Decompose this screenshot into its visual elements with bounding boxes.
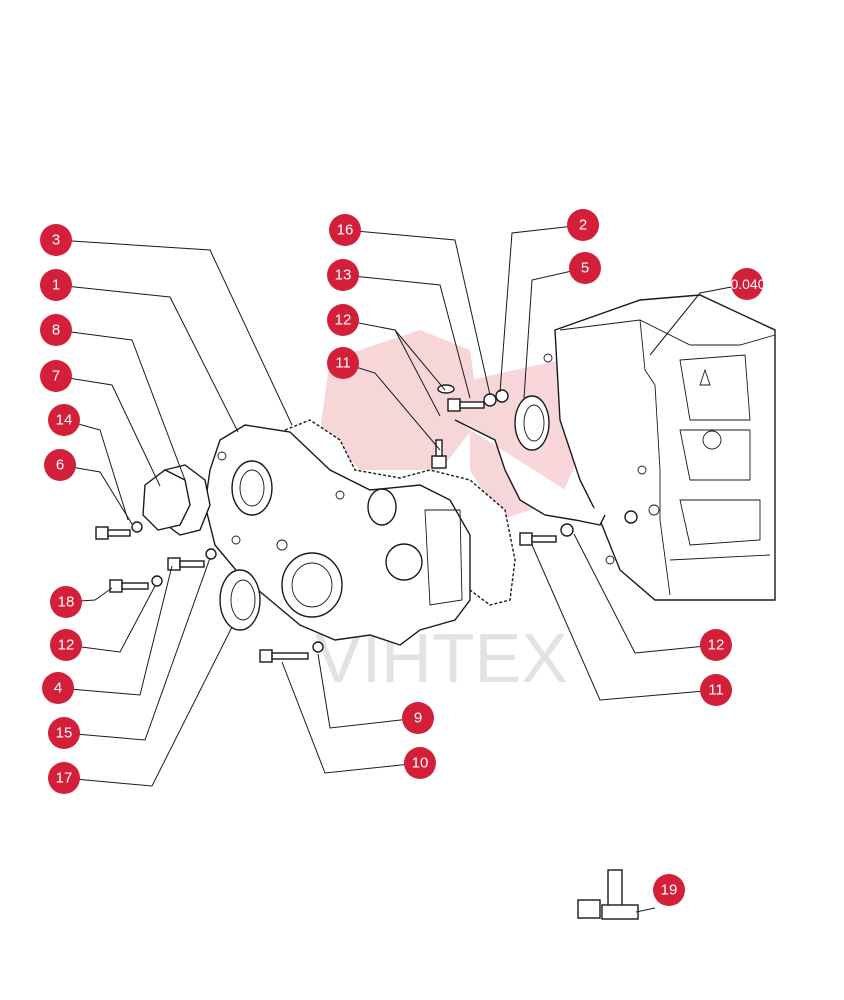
callout-label: 6 [56,457,64,474]
callout-label: 12 [58,637,75,654]
callout-c11a: 11 [327,347,359,379]
callout-c18: 18 [50,586,82,618]
callout-c11b: 11 [700,674,732,706]
bolts-and-washers [95,384,638,663]
callout-label: 9 [414,710,422,727]
callout-label: 2 [579,217,587,234]
callout-label: 3 [52,232,60,249]
callout-label: 19 [661,882,678,899]
callout-label: 4 [54,680,62,697]
engine-block [543,294,776,601]
callout-c12a: 12 [50,629,82,661]
callout-label: 13 [335,267,352,284]
callout-label: 15 [56,725,73,742]
callout-c6: 6 [44,449,76,481]
callout-c9: 9 [402,702,434,734]
oil-seal-rear [514,395,550,451]
callout-c17: 17 [48,762,80,794]
callout-label: 11 [335,355,351,372]
timing-cover [204,424,471,646]
callout-c2: 2 [567,209,599,241]
callout-c12c: 12 [700,629,732,661]
callout-label: 12 [335,312,352,329]
callout-c19: 19 [653,874,685,906]
oil-pipe [454,419,606,526]
cap-cover [142,464,211,536]
leader-lines [55,224,748,787]
callout-label: 14 [56,412,73,429]
callout-c12b: 12 [327,304,359,336]
callout-c10: 10 [404,747,436,779]
sealant-kit [577,869,656,920]
callout-label: 16 [337,222,354,239]
oil-seal-front [219,569,261,631]
callout-c5: 5 [569,252,601,284]
reference-code: 0.040 [730,276,765,292]
callout-label: 7 [52,368,60,385]
reference-code-badge: 0.040 [730,268,766,300]
callout-label: 5 [581,260,589,277]
callout-label: 12 [708,637,725,654]
callout-c14: 14 [48,404,80,436]
callout-label: 8 [52,322,60,339]
callout-c4: 4 [42,672,74,704]
callout-c1: 1 [40,269,72,301]
callout-c8: 8 [40,314,72,346]
callout-label: 10 [412,755,429,772]
callout-c15: 15 [48,717,80,749]
callout-label: 11 [708,682,724,699]
callout-c3: 3 [40,224,72,256]
callout-label: 17 [56,770,73,787]
callout-c13: 13 [327,259,359,291]
callout-label: 1 [52,277,60,294]
callout-c7: 7 [40,360,72,392]
callout-c16: 16 [329,214,361,246]
callout-label: 18 [58,594,75,611]
